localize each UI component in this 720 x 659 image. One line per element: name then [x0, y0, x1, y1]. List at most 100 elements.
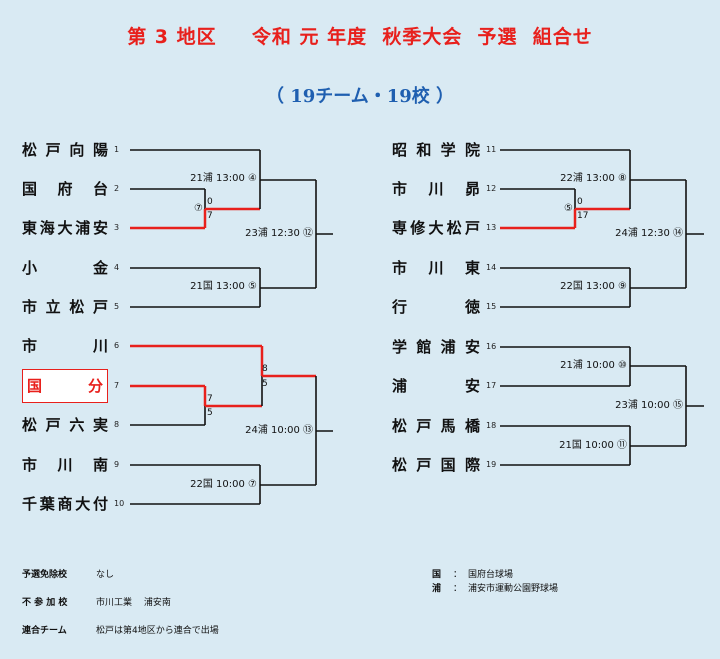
team-char: 和	[416, 141, 432, 159]
team-char: 戸	[416, 456, 432, 474]
score-game5r-bottom: 17	[577, 211, 589, 221]
team-char: 分	[87, 377, 103, 395]
game-info-13: 24浦 10:00 ⑬	[245, 425, 313, 436]
footer-value-exempt: なし	[96, 570, 115, 580]
team-char: 浦	[392, 377, 408, 395]
team-char: 松	[392, 417, 408, 435]
team-char: 市	[392, 259, 408, 277]
seed-number-t4: 4	[114, 263, 120, 272]
team-t5: 市立松戸	[22, 294, 108, 320]
venue-sep-1: ：	[453, 570, 463, 580]
seed-number-t2: 2	[114, 184, 120, 193]
seed-number-t17: 17	[486, 381, 497, 390]
team-t15: 行徳	[392, 294, 480, 320]
score-game6-bottom: 5	[207, 408, 213, 418]
game-info-8: 22浦 13:00 ⑧	[560, 173, 627, 184]
game-info-10: 21浦 10:00 ⑩	[560, 360, 627, 371]
game-circle-7: ⑦	[194, 203, 203, 214]
team-char: 海	[39, 219, 55, 237]
team-char: 付	[92, 495, 108, 513]
team-char: 国	[22, 180, 38, 198]
team-t9: 市川南	[22, 452, 108, 478]
team-char: 金	[92, 259, 108, 277]
team-char: 浦	[75, 219, 91, 237]
seed-number-t19: 19	[486, 460, 497, 469]
score-game5r-top: 0	[577, 197, 583, 207]
team-t7: 国分	[22, 369, 108, 403]
team-char: 陽	[92, 141, 108, 159]
score-game7-top: 0	[207, 197, 213, 207]
team-char: 安	[464, 338, 480, 356]
seed-number-t6: 6	[114, 341, 120, 350]
team-char: 昭	[392, 141, 408, 159]
team-char: 院	[464, 141, 480, 159]
team-char: 国	[27, 377, 43, 395]
team-char: 市	[392, 180, 408, 198]
team-char: 市	[22, 337, 38, 355]
team-char: 際	[464, 456, 480, 474]
team-char: 市	[22, 456, 38, 474]
team-char: 東	[22, 219, 38, 237]
game-info-12: 23浦 12:30 ⑫	[245, 228, 313, 239]
team-char: 実	[92, 416, 108, 434]
score-game13-top: 8	[262, 364, 268, 374]
seed-number-t11: 11	[486, 145, 497, 154]
seed-number-t15: 15	[486, 302, 497, 311]
team-t6: 市川	[22, 333, 108, 359]
seed-number-t12: 12	[486, 184, 497, 193]
game-info-5: 21国 13:00 ⑤	[190, 281, 257, 292]
game-info-15: 23浦 10:00 ⑮	[615, 400, 683, 411]
team-char: 東	[464, 259, 480, 277]
seed-number-t18: 18	[486, 421, 497, 430]
team-char: 向	[69, 141, 85, 159]
game-info-7: 22国 10:00 ⑦	[190, 479, 257, 490]
team-char: 学	[440, 141, 456, 159]
team-char: 館	[416, 338, 432, 356]
score-game6-top: 7	[207, 394, 213, 404]
team-char: 松	[22, 141, 38, 159]
team-char: 馬	[440, 417, 456, 435]
team-char: 戸	[416, 417, 432, 435]
footer-value-combined: 松戸は第4地区から連合で出場	[96, 626, 219, 636]
team-char: 学	[392, 338, 408, 356]
team-t11: 昭和学院	[392, 137, 480, 163]
team-t1: 松戸向陽	[22, 137, 108, 163]
seed-number-t5: 5	[114, 302, 120, 311]
team-char: 戸	[464, 219, 480, 237]
team-char: 六	[69, 416, 85, 434]
team-char: 大	[57, 219, 73, 237]
seed-number-t13: 13	[486, 223, 497, 232]
seed-number-t9: 9	[114, 460, 120, 469]
team-char: 安	[464, 377, 480, 395]
team-char: 松	[446, 219, 462, 237]
game-info-14: 24浦 12:30 ⑭	[615, 228, 683, 239]
team-char: 立	[45, 298, 61, 316]
team-t4: 小金	[22, 255, 108, 281]
team-char: 松	[69, 298, 85, 316]
team-t18: 松戸馬橋	[392, 413, 480, 439]
team-char: 松	[392, 456, 408, 474]
footer-value-absent: 市川工業 浦安南	[96, 598, 171, 608]
footer-label-combined: 連合チーム	[22, 626, 67, 636]
team-char: 川	[428, 259, 444, 277]
team-char: 市	[22, 298, 38, 316]
team-char: 戸	[45, 416, 61, 434]
team-char: 川	[57, 456, 73, 474]
team-char: 南	[92, 456, 108, 474]
team-char: 府	[57, 180, 73, 198]
venue-name-urayasu: 浦安市運動公園野球場	[468, 584, 559, 594]
venue-name-kokufudai: 国府台球場	[468, 570, 514, 580]
seed-number-t10: 10	[114, 499, 125, 508]
team-t17: 浦安	[392, 373, 480, 399]
team-char: 千	[22, 495, 38, 513]
game-info-11: 21国 10:00 ⑪	[559, 440, 627, 451]
team-char: 専	[392, 219, 408, 237]
game-info-9: 22国 13:00 ⑨	[560, 281, 627, 292]
team-char: 修	[410, 219, 426, 237]
team-char: 台	[92, 180, 108, 198]
team-t2: 国府台	[22, 176, 108, 202]
seed-number-t16: 16	[486, 342, 497, 351]
team-char: 松	[22, 416, 38, 434]
